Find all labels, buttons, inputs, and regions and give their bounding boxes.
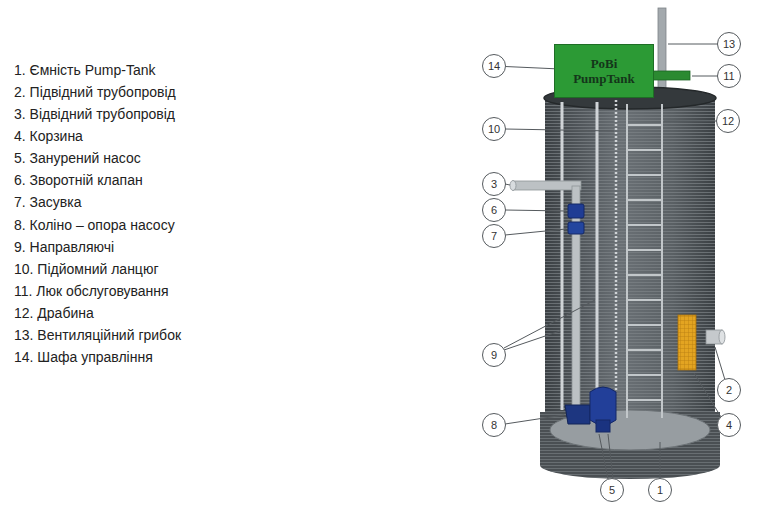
tank-wall	[545, 98, 715, 418]
lifting-chain	[615, 100, 618, 392]
service-hatch	[652, 71, 690, 80]
callout-number: 11	[723, 70, 734, 82]
tank-ribs	[545, 98, 715, 418]
basket	[678, 315, 696, 370]
callout-circle: 12	[716, 109, 740, 133]
callout-number: 9	[491, 349, 497, 361]
leader-line	[505, 229, 566, 235]
leader-line	[506, 67, 554, 69]
legend-item: 3. Відвідний трубопровід	[14, 105, 175, 123]
discharge-pipe	[513, 181, 581, 190]
guide-rail	[596, 102, 599, 392]
legend-item: 7. Засувка	[14, 193, 81, 211]
leader-line	[504, 331, 560, 350]
callout-circle: 9	[482, 343, 506, 367]
control-cabinet: PoBi PumpTank	[554, 44, 654, 98]
leader-line	[664, 121, 717, 122]
callout-circle: 10	[482, 117, 506, 141]
callout-circle: 1	[648, 478, 672, 502]
callout-number: 6	[491, 204, 497, 216]
vent-pipe	[658, 8, 666, 100]
callout-circle: 3	[482, 172, 506, 196]
callout-number: 1	[657, 484, 663, 496]
leader-line	[504, 300, 595, 348]
callout-number: 7	[491, 230, 497, 242]
callout-circle: 4	[717, 413, 741, 437]
guide-rail	[561, 102, 564, 410]
leader-line	[692, 76, 718, 77]
callout-number: 5	[609, 484, 615, 496]
ladder	[627, 104, 662, 418]
callout-number: 3	[491, 178, 497, 190]
pipe-end	[719, 330, 725, 344]
leader-line	[506, 67, 554, 69]
leader-line	[694, 373, 721, 417]
callout-circle: 6	[482, 198, 506, 222]
duck-foot-bend	[565, 405, 590, 424]
leader-line	[599, 434, 608, 479]
pump-base	[596, 420, 610, 432]
legend-item: 8. Коліно – опора насосу	[14, 216, 175, 234]
legend-item: 11. Люк обслуговування	[14, 282, 169, 300]
riser-pipe	[572, 186, 580, 408]
callout-circle: 2	[717, 378, 741, 402]
legend-item: 1. Ємність Pump-Tank	[14, 61, 156, 79]
callout-circle: 11	[717, 64, 741, 88]
callout-number: 2	[726, 384, 732, 396]
callout-number: 13	[723, 38, 735, 50]
submersible-pump	[590, 387, 616, 425]
check-valve	[568, 204, 584, 218]
callout-number: 12	[722, 115, 734, 127]
callout-number: 10	[488, 123, 500, 135]
legend-item: 9. Направляючі	[14, 238, 114, 256]
callout-circle: 5	[600, 478, 624, 502]
pipe-end	[510, 181, 516, 191]
legend-item: 2. Підвідний трубопровід	[14, 83, 176, 101]
callout-circle: 14	[482, 54, 506, 78]
legend-item: 5. Занурений насос	[14, 149, 141, 167]
callout-circle: 7	[482, 224, 506, 248]
legend-item: 6. Зворотній клапан	[14, 171, 143, 189]
callout-circle: 8	[482, 413, 506, 437]
legend-item: 10. Підйомний ланцюг	[14, 260, 159, 278]
callout-number: 14	[488, 60, 500, 72]
legend-item: 14. Шафа управління	[14, 348, 153, 366]
callout-number: 8	[491, 419, 497, 431]
callout-number: 4	[726, 419, 732, 431]
legend-item: 13. Вентиляційний грибок	[14, 326, 181, 344]
cabinet-label: PoBi PumpTank	[568, 56, 640, 86]
callout-circle: 13	[717, 32, 741, 56]
legend-item: 4. Корзина	[14, 127, 83, 145]
gate-valve	[568, 222, 584, 234]
leader-line	[608, 434, 613, 479]
leader-line	[660, 442, 661, 479]
leader-line	[505, 129, 614, 131]
leader-line	[505, 415, 564, 424]
leader-line	[668, 44, 718, 45]
leader-line	[715, 347, 725, 380]
legend-item: 12. Драбина	[14, 304, 94, 322]
leader-line	[505, 210, 566, 211]
